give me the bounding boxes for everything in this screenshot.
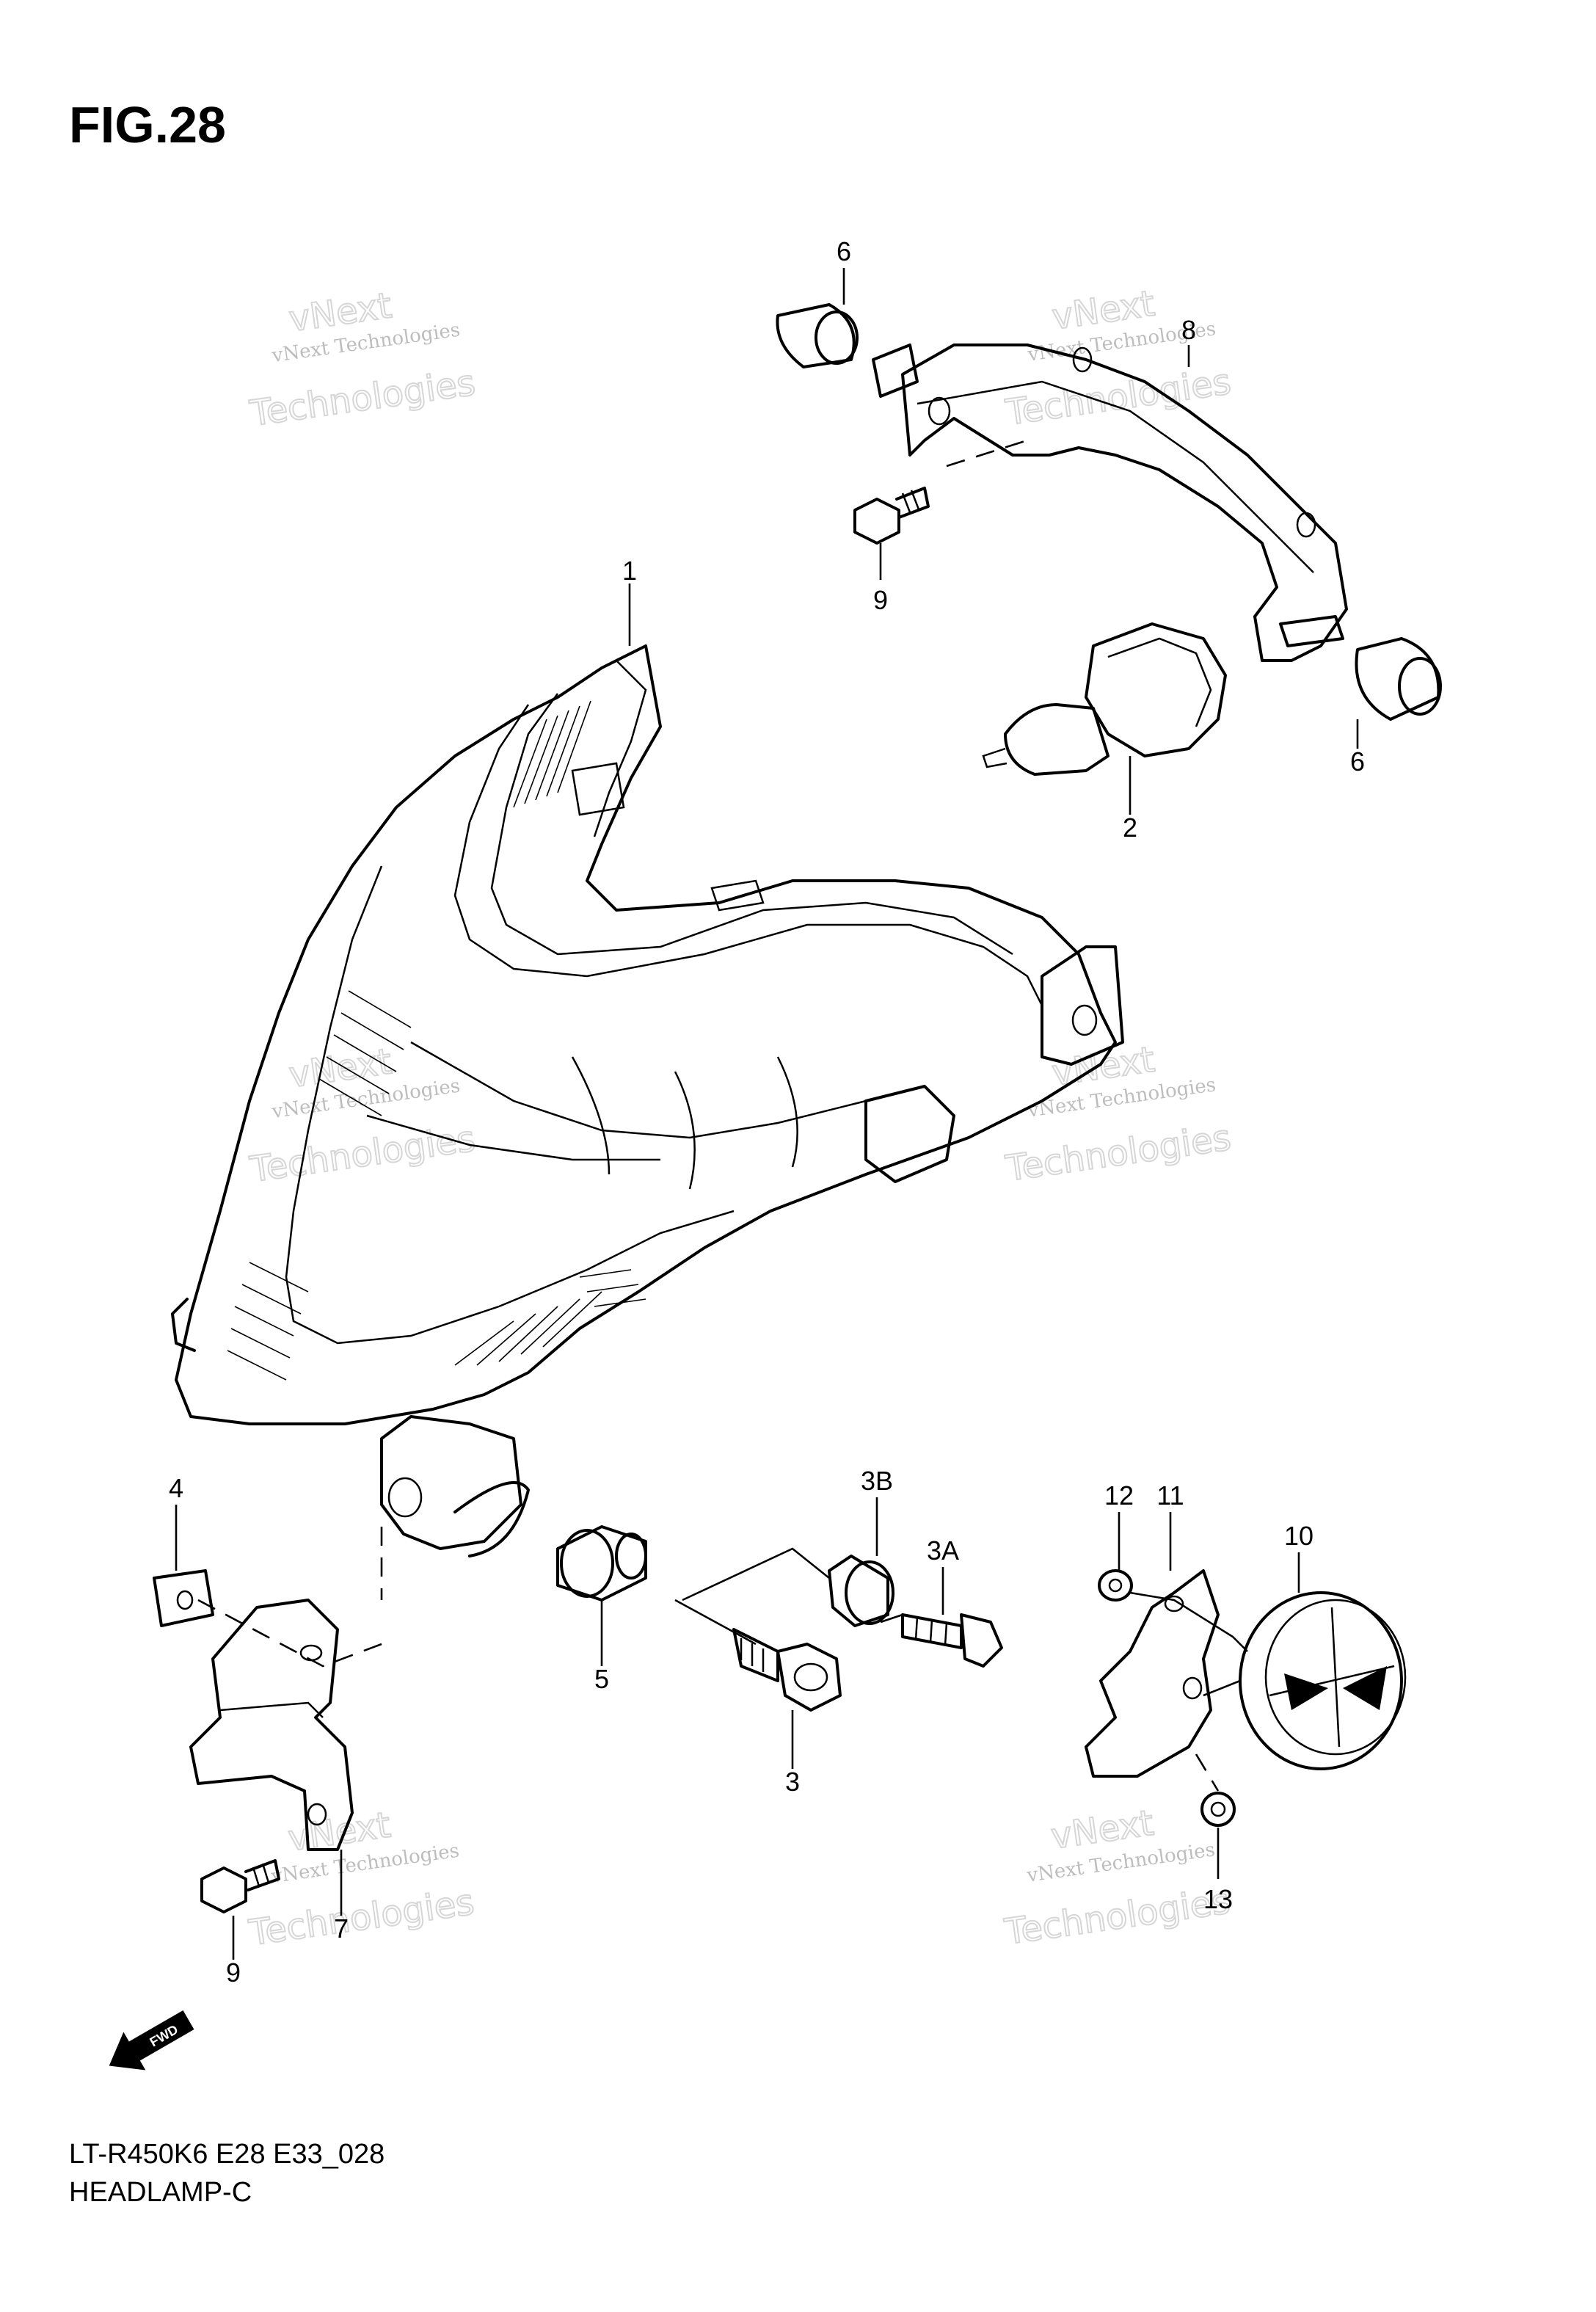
collar xyxy=(828,1555,894,1627)
cushion-lower xyxy=(1355,637,1442,721)
watermark-top-left: vNext vNext Technologies Technologies xyxy=(247,284,478,435)
fwd-arrow-icon: FWD xyxy=(109,2010,194,2071)
callout-10: 10 xyxy=(1284,1521,1313,1551)
callout-6-lower: 6 xyxy=(1350,746,1365,777)
cushion-upper xyxy=(776,303,859,368)
headlamp-bulb xyxy=(982,622,1227,776)
callout-5: 5 xyxy=(594,1664,609,1694)
bolt-lower xyxy=(200,1859,280,1913)
callout-2: 2 xyxy=(1123,813,1137,843)
headlamp-housing xyxy=(171,644,1124,1557)
callout-3b: 3B xyxy=(861,1466,893,1496)
callout-8: 8 xyxy=(1181,315,1196,345)
bolt-upper xyxy=(853,487,930,545)
bolt-collar xyxy=(732,1628,842,1712)
callout-7: 7 xyxy=(334,1913,349,1944)
callout-3a: 3A xyxy=(927,1535,959,1566)
svg-text:Technologies: Technologies xyxy=(1003,1117,1234,1190)
callout-12: 12 xyxy=(1104,1480,1134,1511)
headlamp-bracket xyxy=(872,343,1348,662)
callout-9-lower: 9 xyxy=(226,1957,241,1988)
figure-title: FIG.28 xyxy=(69,96,226,153)
callout-3: 3 xyxy=(785,1767,800,1797)
reflector-bracket xyxy=(1085,1569,1220,1778)
svg-text:Technologies: Technologies xyxy=(247,363,478,435)
watermark-mid-left: vNext vNext Technologies Technologies xyxy=(247,1040,478,1191)
svg-text:Technologies: Technologies xyxy=(246,1882,476,1955)
reflector-nut xyxy=(1098,1569,1133,1602)
model-code: LT-R450K6 E28 E33_028 xyxy=(69,2139,385,2170)
svg-text:Technologies: Technologies xyxy=(1002,1880,1232,1953)
callout-13: 13 xyxy=(1203,1884,1233,1914)
bolt-small xyxy=(901,1613,1003,1668)
callout-9-upper: 9 xyxy=(873,585,888,615)
callout-6-upper: 6 xyxy=(837,236,851,266)
leader-lines xyxy=(175,268,1359,1960)
callout-11: 11 xyxy=(1156,1480,1184,1511)
reflector xyxy=(1239,1591,1407,1770)
watermark-bottom-left: vNext vNext Technologies Technologies xyxy=(245,1803,477,1955)
clip-nut xyxy=(153,1569,214,1627)
watermark-bottom-right: vNext vNext Technologies Technologies xyxy=(1001,1802,1233,1954)
callout-1: 1 xyxy=(622,556,637,586)
grommet xyxy=(556,1525,647,1602)
watermark-top-right: vNext vNext Technologies Technologies xyxy=(1002,283,1234,435)
callout-labels: 1 2 3 3A 3B 4 5 6 6 7 8 9 9 10 11 12 13 xyxy=(169,236,1365,1988)
svg-text:Technologies: Technologies xyxy=(247,1119,478,1191)
callout-4: 4 xyxy=(169,1473,183,1503)
reflector-washer xyxy=(1200,1792,1236,1827)
section-name: HEADLAMP-C xyxy=(69,2177,252,2208)
